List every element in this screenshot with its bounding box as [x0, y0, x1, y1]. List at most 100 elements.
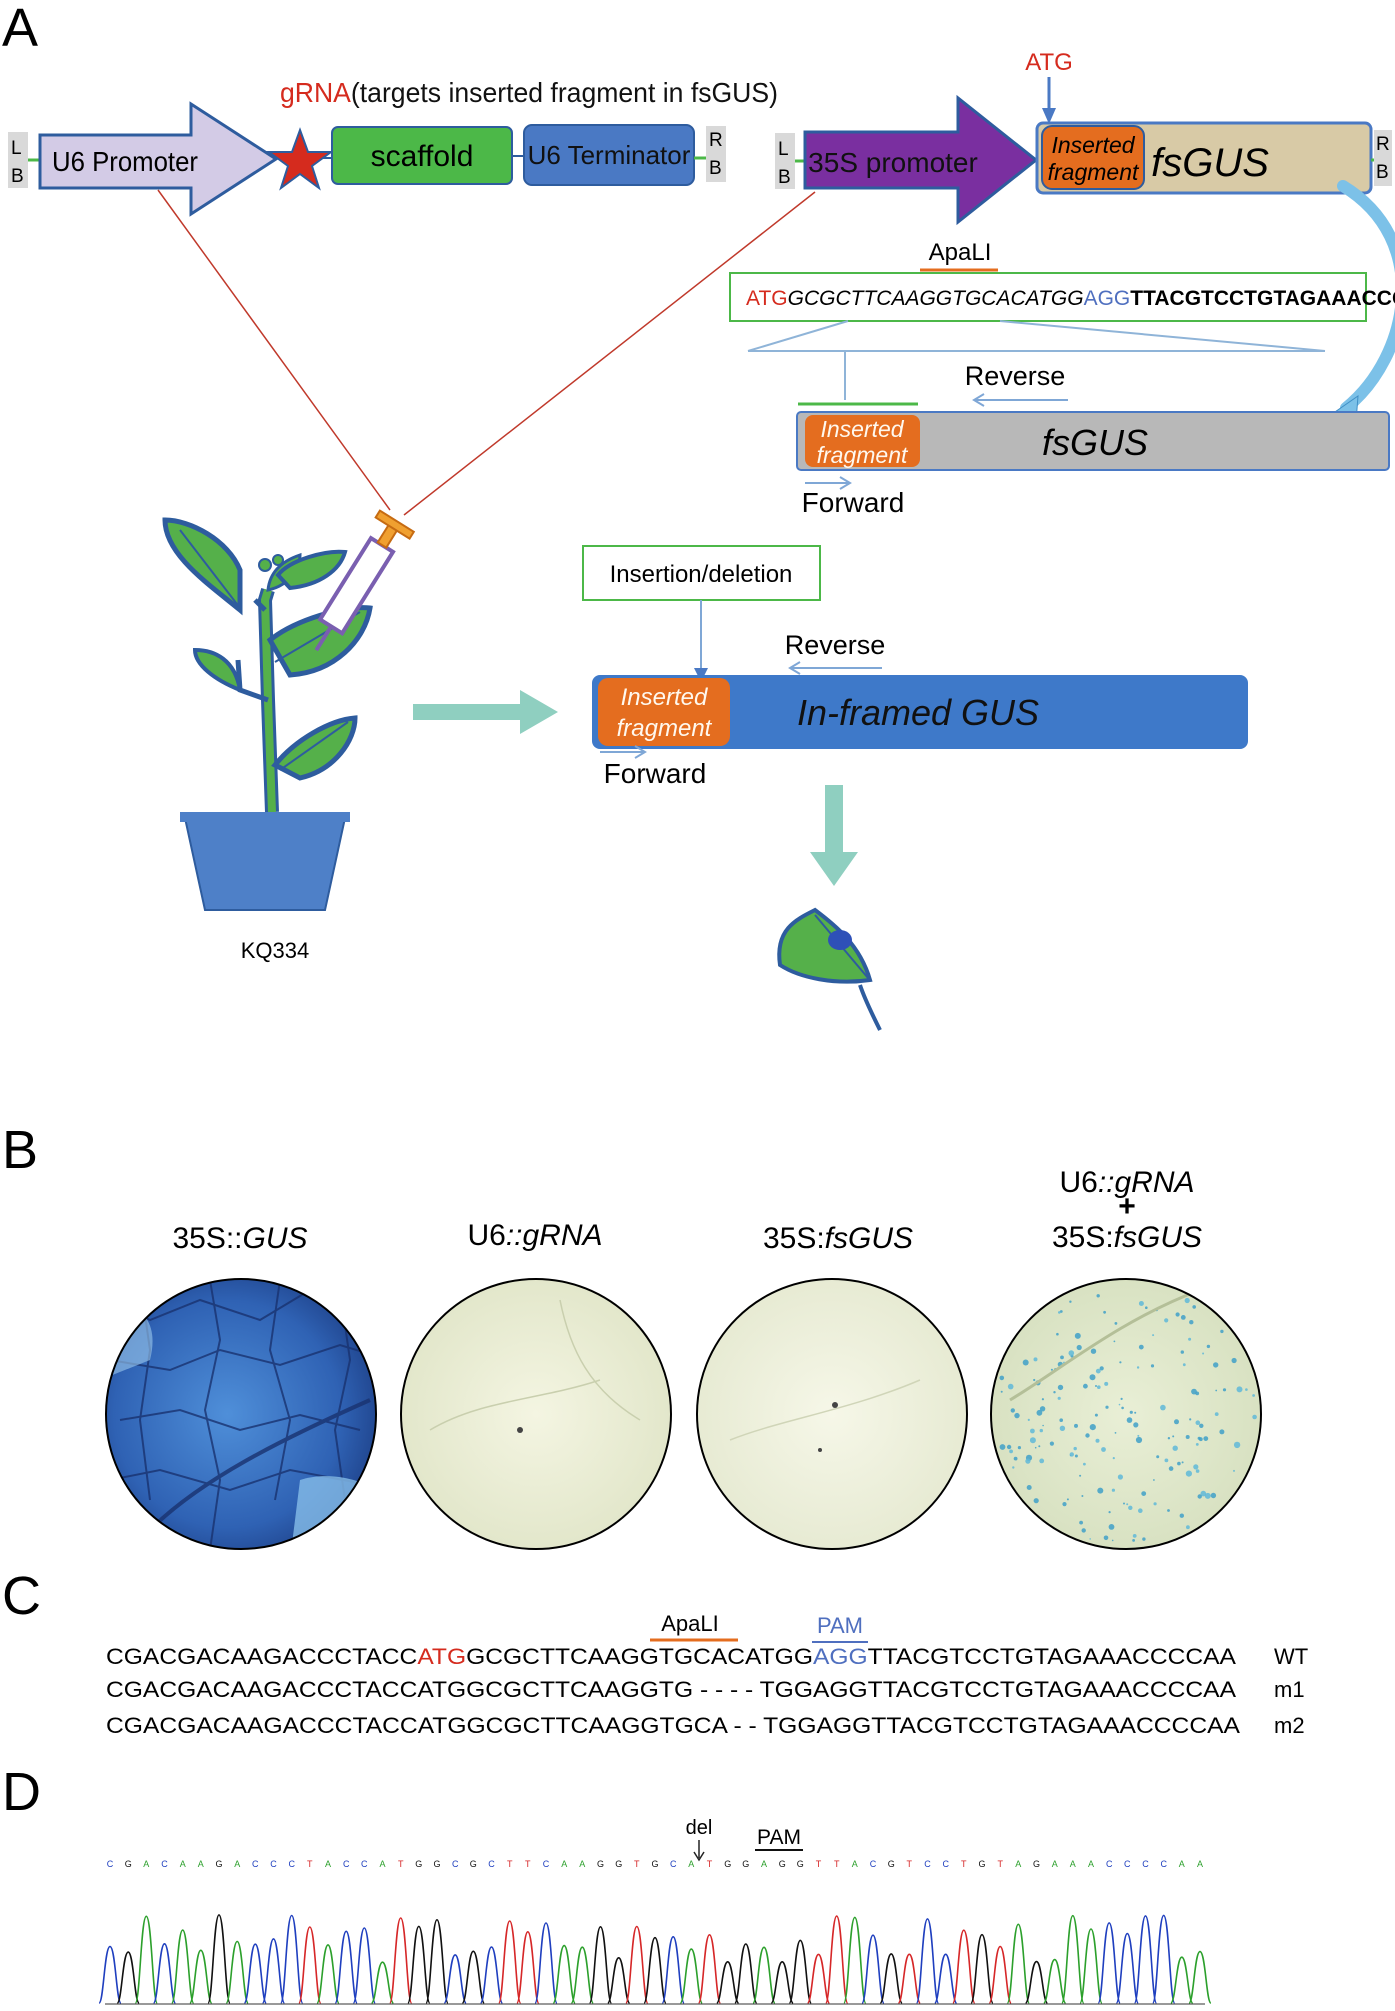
gus-spot [1236, 1386, 1243, 1393]
gus-spot [1129, 1410, 1133, 1414]
trace-peak [1043, 1958, 1067, 2004]
gus-spot [1111, 1539, 1114, 1542]
gus-spot [1182, 1363, 1186, 1367]
trace-peak [752, 1946, 776, 2004]
pam-label-d: PAM [757, 1826, 801, 1849]
trace-peak [625, 1925, 649, 2004]
base-call: T [997, 1859, 1003, 1869]
gus-spot [1085, 1433, 1090, 1438]
trace-peak [134, 1915, 158, 2004]
gus-spot [1081, 1528, 1086, 1533]
sample-4-label-line1: U6::gRNA [1059, 1166, 1194, 1199]
gus-spot [1006, 1444, 1012, 1450]
trace-peak [1024, 1960, 1049, 2004]
base-call: G [779, 1859, 786, 1869]
base-call: C [343, 1859, 350, 1869]
gus-spot [1079, 1474, 1082, 1477]
gus-spot [1172, 1435, 1175, 1438]
gus-spot [1181, 1461, 1184, 1464]
gus-spot [999, 1375, 1005, 1381]
plant-leaf [192, 647, 243, 694]
base-call: A [234, 1859, 240, 1869]
gus-spot [1195, 1443, 1199, 1446]
base-call: G [888, 1859, 895, 1869]
gus-spot [1097, 1487, 1104, 1494]
gus-spot [1152, 1334, 1155, 1337]
trace-peak [897, 1953, 921, 2004]
base-call: C [543, 1859, 550, 1869]
trace-peak [825, 1915, 849, 2004]
base-call: A [1197, 1859, 1203, 1869]
trace-peak [697, 1933, 722, 2004]
gus-spot [1222, 1388, 1227, 1392]
trace-peak [588, 1925, 613, 2004]
gus-spot [1033, 1378, 1036, 1382]
base-call: A [1070, 1859, 1076, 1869]
gus-spot [999, 1444, 1006, 1450]
gus-spot [1074, 1423, 1078, 1428]
gus-spot [1017, 1446, 1022, 1450]
base-call: G [215, 1859, 222, 1869]
gus-spot [1164, 1458, 1169, 1463]
plant-label: KQ334 [241, 938, 310, 963]
base-call: G [724, 1859, 731, 1869]
gus-spot [1168, 1466, 1174, 1471]
gus-spot [1202, 1352, 1205, 1355]
in-framed-gus-bar [592, 675, 1248, 749]
gus-spot [1220, 1329, 1224, 1334]
gus-spot [1138, 1301, 1144, 1306]
gus-spot [1174, 1419, 1179, 1425]
gus-spot [1252, 1394, 1255, 1397]
grna-title: gRNA(targets inserted fragment in fsGUS) [280, 76, 778, 108]
gus-spot [1153, 1502, 1157, 1506]
gus-spot [1245, 1388, 1248, 1391]
lb2-letter-b: B [778, 167, 791, 188]
plant-leaf [162, 517, 243, 616]
inserted-fragment-2-line1: Inserted [820, 416, 904, 442]
gus-spot [1185, 1470, 1192, 1477]
lb-box-2 [775, 133, 795, 189]
trace-peak [661, 1935, 685, 2004]
gus-spot [1141, 1491, 1147, 1496]
gus-spot [1089, 1538, 1091, 1540]
trace-peak [716, 1960, 740, 2004]
base-call: C [452, 1859, 459, 1869]
inserted-fragment-line1: Inserted [1051, 132, 1135, 158]
leaf-disc-u6-grna [400, 1278, 672, 1550]
teal-right-arrow [413, 690, 558, 734]
gus-spot [1073, 1446, 1077, 1451]
gus-spot [1142, 1537, 1146, 1541]
u6-terminator-label: U6 Terminator [528, 140, 691, 170]
base-call: C [161, 1859, 168, 1869]
fsgus-label: fsGUS [1151, 141, 1269, 185]
gus-spot [1180, 1315, 1186, 1320]
base-call: A [198, 1859, 204, 1869]
gus-spot [1066, 1498, 1069, 1501]
trace-peak [298, 1926, 322, 2004]
plant-leaf [275, 549, 348, 591]
trace-peak [334, 1930, 358, 2004]
gus-spot [1126, 1503, 1129, 1506]
trace-peak [498, 1920, 522, 2004]
forward-label-2: Forward [604, 758, 707, 789]
gus-spot [1145, 1306, 1148, 1309]
base-call: G [742, 1859, 749, 1869]
base-call: T [307, 1859, 313, 1869]
panel-label-b: B [2, 1120, 38, 1180]
gus-spot [1009, 1449, 1013, 1454]
rb-letter-r: R [709, 130, 723, 151]
base-call: A [579, 1859, 585, 1869]
gus-spot [1059, 1310, 1063, 1313]
base-call: C [270, 1859, 277, 1869]
gus-spot [1026, 1485, 1032, 1490]
trace-peak [734, 1943, 758, 2004]
gus-spot [1103, 1535, 1109, 1541]
gus-spot [1188, 1337, 1192, 1341]
gus-spot [1029, 1437, 1036, 1444]
panel-label-d: D [2, 1762, 41, 1822]
gus-spot [1099, 1366, 1104, 1371]
atg-marker-label: ATG [1025, 49, 1073, 76]
trace-peak [1170, 1956, 1194, 2004]
